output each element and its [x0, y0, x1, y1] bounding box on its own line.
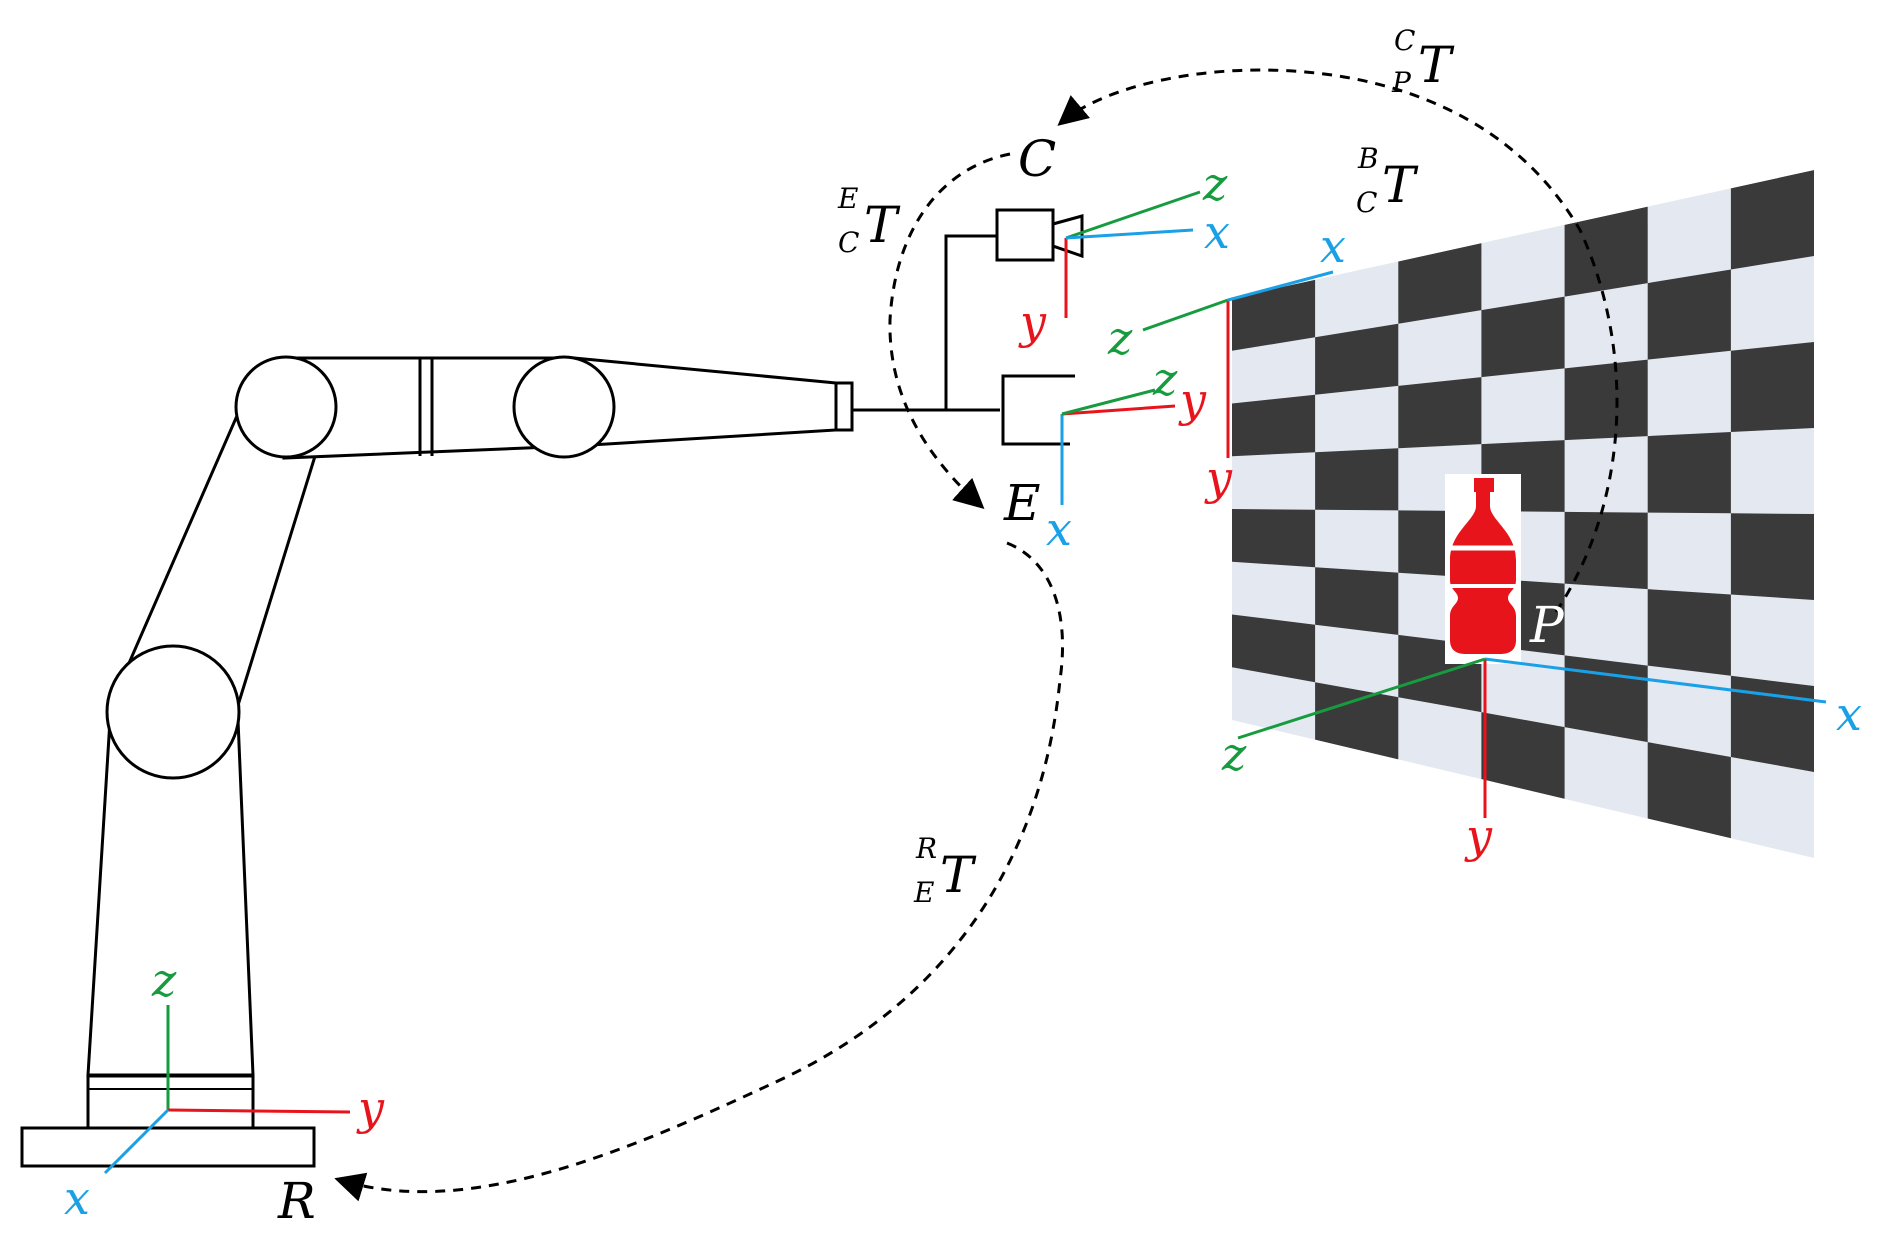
object-frame-axes: [1237, 657, 1827, 818]
svg-text:E: E: [913, 876, 934, 909]
svg-text:P: P: [1391, 66, 1412, 99]
robot-base-plate: [20, 1126, 316, 1168]
checker-cell: [1564, 511, 1648, 590]
checker-cell: [1730, 513, 1814, 600]
effector-z-label: z: [1152, 352, 1178, 406]
checker-cell: [1481, 296, 1565, 378]
bottle-icon: [1445, 474, 1521, 664]
svg-text:T: T: [1382, 156, 1419, 214]
checker-cell: [1315, 567, 1399, 635]
arrow-effector-to-camera: [888, 152, 1011, 510]
robot-base-collar: [86, 1073, 255, 1130]
checker-cell: [1232, 279, 1316, 351]
transform-label-camera-to-object: C P T: [1391, 24, 1455, 99]
checker-cell: [1647, 432, 1731, 514]
svg-text:B: B: [1357, 142, 1379, 175]
gripper: [1001, 374, 1075, 446]
robot-arm: [20, 355, 1000, 1168]
svg-text:C: C: [1394, 24, 1415, 57]
checker-cell: [1564, 655, 1648, 743]
checker-cell: [1647, 589, 1731, 676]
transform-arrows: [334, 68, 1619, 1202]
checker-cell: [1481, 712, 1565, 799]
board-x-label: x: [1320, 219, 1346, 273]
object-x-label: x: [1836, 687, 1862, 741]
camera-x-label: x: [1204, 205, 1230, 259]
board-frame-axes: [1142, 270, 1334, 458]
svg-text:T: T: [1418, 36, 1455, 94]
svg-text:T: T: [940, 846, 977, 904]
svg-text:E: E: [837, 182, 858, 215]
checker-cell: [1315, 448, 1399, 511]
camera-z-label: z: [1202, 157, 1228, 211]
transform-label-board-to-camera: B C T: [1356, 142, 1419, 219]
checker-cell: [1730, 342, 1814, 432]
svg-text:C: C: [1356, 186, 1377, 219]
checkerboard: [1232, 170, 1814, 858]
checker-cell: [1398, 377, 1482, 449]
frame-label-effector: E: [1003, 474, 1041, 532]
base-frame-axes: [103, 1005, 351, 1175]
checker-cell: [1647, 269, 1731, 360]
checker-cell: [1564, 359, 1648, 441]
robot-wrist: [834, 381, 854, 432]
arrow-robot-to-effector: [334, 541, 1064, 1202]
robot-wrist-joint: [512, 355, 616, 459]
checker-cell: [1232, 394, 1316, 457]
camera: [944, 208, 1084, 410]
frame-label-robot: R: [277, 1172, 316, 1230]
effector-frame-axes: [1060, 388, 1176, 505]
checker-cell: [1647, 742, 1731, 839]
transform-label-effector-to-camera: E C T: [837, 182, 901, 259]
checker-cell: [1730, 170, 1814, 270]
base-y-label: y: [356, 1081, 385, 1135]
robot-elbow-joint: [105, 644, 241, 780]
svg-text:R: R: [915, 832, 937, 865]
transform-label-robot-to-effector: R E T: [913, 832, 977, 909]
checker-cell: [1315, 323, 1399, 395]
checker-cell: [1232, 614, 1316, 683]
checker-cell: [1398, 243, 1482, 324]
checker-cell: [1232, 509, 1316, 568]
base-z-label: z: [151, 953, 177, 1007]
checker-cell: [1730, 675, 1814, 772]
object-y-label: y: [1464, 809, 1493, 863]
effector-y-label: y: [1178, 373, 1207, 427]
camera-frame-axes: [1064, 190, 1201, 318]
frame-label-object: P: [1529, 596, 1565, 654]
robot-shoulder-joint: [234, 355, 338, 459]
effector-x-label: x: [1046, 502, 1072, 556]
checker-cell: [1564, 206, 1648, 297]
board-z-label: z: [1107, 311, 1133, 365]
object-z-label: z: [1221, 727, 1247, 781]
base-x-label: x: [64, 1171, 90, 1225]
board-y-label: y: [1204, 451, 1233, 505]
checker-cell: [1315, 682, 1399, 760]
svg-text:C: C: [838, 226, 859, 259]
camera-y-label: y: [1018, 295, 1047, 349]
frame-label-camera: C: [1018, 130, 1056, 188]
svg-text:T: T: [864, 196, 901, 254]
